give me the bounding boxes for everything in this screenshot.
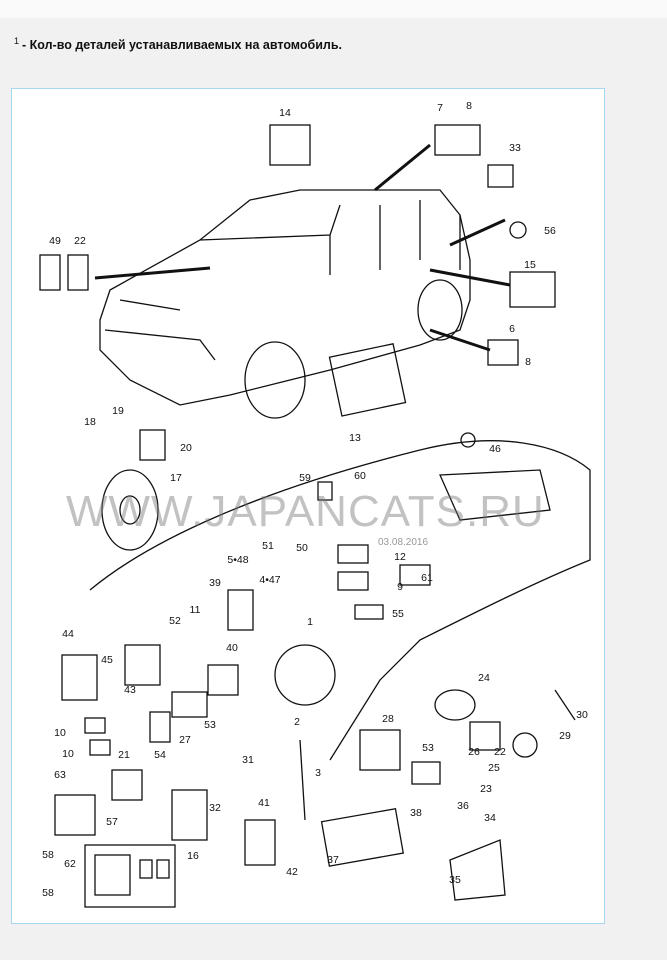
part-number-label: 56	[544, 225, 556, 237]
part-number-label: 63	[54, 769, 66, 781]
part-number-label: 54	[154, 749, 166, 761]
part-number-label: 11	[189, 604, 201, 616]
part-number-label: 22	[494, 746, 506, 758]
part-number-label: 37	[327, 854, 339, 866]
part-number-label: 42	[286, 866, 298, 878]
part-number-label: 27	[179, 734, 191, 746]
footnote: 1- Кол-во деталей устанавливаемых на авт…	[14, 36, 342, 52]
part-number-label: 41	[258, 797, 270, 809]
part-number-label: 4•47	[259, 574, 281, 586]
part-number-label: 20	[180, 442, 192, 454]
part-number-label: 8	[525, 356, 531, 368]
part-number-label: 57	[106, 816, 118, 828]
part-number-label: 30	[576, 709, 588, 721]
part-number-label: 29	[559, 730, 571, 742]
part-number-label: 39	[209, 577, 221, 589]
parts-diagram	[11, 88, 605, 924]
part-number-label: 22	[74, 235, 86, 247]
part-number-label: 19	[112, 405, 124, 417]
part-number-label: 5•48	[227, 554, 249, 566]
part-number-label: 12	[394, 551, 406, 563]
part-number-label: 17	[170, 472, 182, 484]
part-number-label: 9	[397, 581, 403, 593]
part-number-label: 61	[421, 572, 433, 584]
part-number-label: 1	[307, 616, 313, 628]
part-number-label: 7	[437, 102, 443, 114]
top-bar	[0, 0, 667, 18]
part-number-label: 15	[524, 259, 536, 271]
part-number-label: 53	[204, 719, 216, 731]
part-number-label: 40	[226, 642, 238, 654]
part-number-label: 25	[488, 762, 500, 774]
part-number-label: 38	[410, 807, 422, 819]
part-number-label: 53	[422, 742, 434, 754]
footnote-marker: 1	[14, 36, 20, 46]
part-number-label: 31	[242, 754, 254, 766]
part-number-label: 28	[382, 713, 394, 725]
part-number-label: 60	[354, 470, 366, 482]
part-number-label: 44	[62, 628, 74, 640]
part-number-label: 33	[509, 142, 521, 154]
car-outline	[99, 189, 471, 406]
part-number-label: 55	[392, 608, 404, 620]
part-number-label: 50	[296, 542, 308, 554]
part-number-label: 35	[449, 874, 461, 886]
part-number-label: 3	[315, 767, 321, 779]
part-number-label: 58	[42, 849, 54, 861]
part-number-label: 46	[489, 443, 501, 455]
part-number-label: 2	[294, 716, 300, 728]
part-number-label: 58	[42, 887, 54, 899]
dashboard-outline	[89, 440, 591, 761]
part-number-label: 62	[64, 858, 76, 870]
part-number-label: 34	[484, 812, 496, 824]
watermark: WWW.JAPANCATS.RU	[66, 487, 545, 536]
footnote-text: - Кол-во деталей устанавливаемых на авто…	[22, 38, 343, 53]
part-number-label: 18	[84, 416, 96, 428]
part-number-label: 23	[480, 783, 492, 795]
part-number-label: 13	[349, 432, 361, 444]
part-number-label: 8	[466, 100, 472, 112]
part-number-label: 16	[187, 850, 199, 862]
part-number-label: 45	[101, 654, 113, 666]
part-number-label: 52	[169, 615, 181, 627]
watermark-date: 03.08.2016	[378, 537, 429, 548]
part-number-label: 10	[54, 727, 66, 739]
part-number-label: 26	[468, 746, 480, 758]
part-number-label: 21	[118, 749, 130, 761]
part-number-label: 36	[457, 800, 469, 812]
part-number-label: 59	[299, 472, 311, 484]
part-number-label: 10	[62, 748, 74, 760]
part-number-label: 14	[279, 107, 291, 119]
part-number-label: 6	[509, 323, 515, 335]
part-number-label: 49	[49, 235, 61, 247]
part-number-label: 51	[262, 540, 274, 552]
part-number-label: 24	[478, 672, 490, 684]
part-number-label: 43	[124, 684, 136, 696]
part-number-label: 32	[209, 802, 221, 814]
